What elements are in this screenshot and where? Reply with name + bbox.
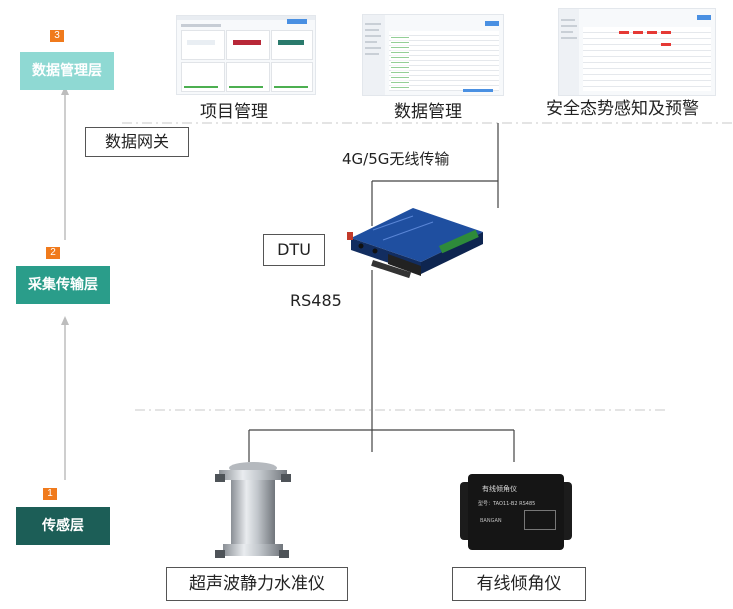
inclinometer-brand-text: BANGAN	[480, 518, 502, 524]
hydrostatic-level-sensor-icon	[215, 462, 291, 558]
data-gateway-label: 数据网关	[85, 127, 189, 157]
inclinometer-title-text: 有线倾角仪	[482, 485, 517, 493]
data-management-caption: 数据管理	[394, 102, 462, 122]
layer-acquisition-transmission: 采集传输层	[16, 266, 110, 304]
layer-badge-2: 2	[46, 247, 60, 259]
layer-badge-3: 3	[50, 30, 64, 42]
safety-awareness-screenshot	[558, 8, 716, 96]
inclinometer-sensor-icon: 有线倾角仪 型号：TAO11-B2 RS485 BANGAN	[460, 474, 572, 550]
layer-data-management: 数据管理层	[20, 52, 114, 90]
arrow-up-icon	[61, 86, 69, 240]
dtu-device-icon	[347, 208, 483, 279]
inclinometer-model-text: 型号：TAO11-B2 RS485	[478, 501, 536, 507]
inclinometer-caption: 有线倾角仪	[452, 567, 586, 601]
layer-badge-1: 1	[43, 488, 57, 500]
project-management-screenshot	[176, 15, 316, 95]
dtu-label: DTU	[263, 234, 325, 266]
rs485-label: RS485	[290, 291, 342, 310]
safety-awareness-caption: 安全态势感知及预警	[546, 99, 699, 119]
data-management-screenshot	[362, 14, 504, 96]
project-management-caption: 项目管理	[200, 102, 268, 122]
layer-sensing: 传感层	[16, 507, 110, 545]
arrow-up-icon	[61, 316, 69, 480]
wireless-link-label: 4G/5G无线传输	[342, 150, 450, 168]
hydrostatic-level-caption: 超声波静力水准仪	[166, 567, 348, 601]
